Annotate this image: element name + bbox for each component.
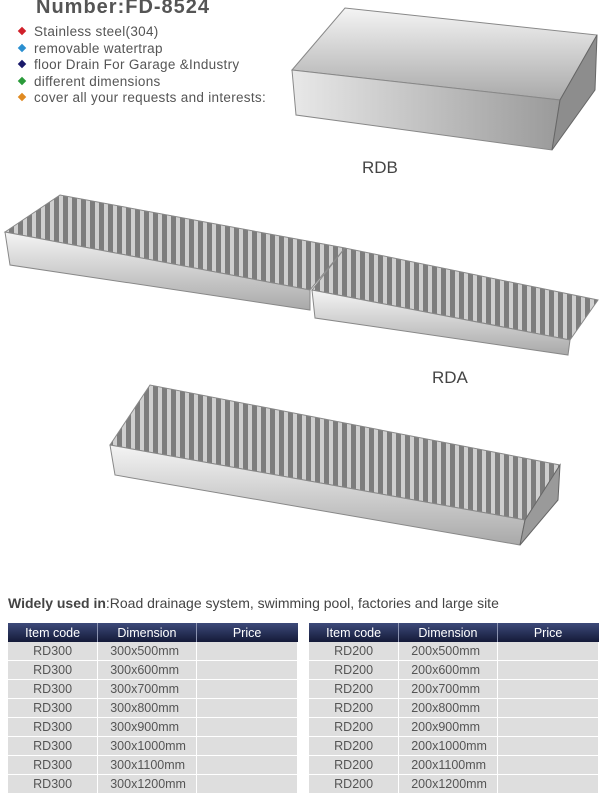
- dimension-cell: 300x600mm: [97, 660, 197, 680]
- price-cell: [196, 660, 299, 680]
- usage-description: :Road drainage system, swimming pool, fa…: [105, 595, 499, 611]
- header-item-code: Item code: [309, 623, 400, 642]
- item-code-cell: RD200: [309, 642, 400, 661]
- dimension-cell: 200x1000mm: [398, 736, 498, 756]
- feature-text: cover all your requests and interests:: [34, 90, 267, 105]
- header-price: Price: [196, 623, 298, 642]
- price-cell: [497, 717, 600, 737]
- header-dimension: Dimension: [398, 623, 498, 642]
- item-code-cell: RD200: [309, 736, 400, 756]
- rda-channel-image: [3, 194, 599, 356]
- dimension-cell: 200x1200mm: [398, 774, 498, 794]
- price-cell: [196, 698, 299, 718]
- feature-text: removable watertrap: [34, 40, 163, 56]
- dimension-cell: 200x500mm: [398, 642, 498, 661]
- product-images: [3, 7, 599, 546]
- item-code-cell: RD200: [309, 755, 400, 775]
- feature-item: removable watertrap: [17, 40, 266, 58]
- feature-item: Stainless steel(304): [17, 24, 266, 41]
- item-code-cell: RD200: [309, 679, 400, 699]
- feature-list: Stainless steel(304) removable watertrap…: [17, 24, 267, 107]
- item-code-cell: RD300: [8, 660, 99, 680]
- dimension-cell: 300x900mm: [97, 717, 197, 737]
- dimension-cell: 200x1100mm: [398, 755, 498, 775]
- dimension-cell: 300x1200mm: [97, 774, 197, 794]
- item-code-cell: RD200: [309, 698, 400, 718]
- price-cell: [196, 755, 299, 775]
- dimension-cell: 200x800mm: [398, 698, 498, 718]
- dimension-cell: 200x900mm: [398, 717, 498, 737]
- item-code-cell: RD200: [309, 660, 400, 680]
- item-code-cell: RD300: [8, 755, 99, 775]
- feature-item: different dimensions: [17, 73, 266, 91]
- header-dimension: Dimension: [97, 623, 197, 642]
- channel-grating-image: [109, 384, 561, 546]
- price-cell: [497, 755, 600, 775]
- feature-text: floor Drain For Garage &Industry: [34, 57, 240, 72]
- dimension-cell: 300x500mm: [97, 642, 197, 661]
- price-cell: [497, 774, 600, 794]
- usage-label: Widely used in: [8, 595, 106, 611]
- price-cell: [497, 698, 600, 718]
- dimension-cell: 200x600mm: [398, 660, 498, 680]
- item-code-cell: RD300: [8, 717, 99, 737]
- price-cell: [196, 642, 299, 661]
- price-cell: [196, 679, 299, 699]
- item-code-cell: RD200: [309, 774, 400, 794]
- rda-label: RDA: [432, 368, 468, 387]
- price-cell: [497, 679, 600, 699]
- feature-text: different dimensions: [34, 73, 161, 89]
- dimension-cell: 300x1000mm: [97, 736, 197, 756]
- usage-text: Widely used in:Road drainage system, swi…: [8, 595, 499, 611]
- dimension-cell: 300x700mm: [97, 679, 197, 699]
- feature-item: floor Drain For Garage &Industry: [17, 57, 266, 74]
- feature-text: Stainless steel(304): [34, 24, 159, 39]
- item-code-cell: RD200: [309, 717, 400, 737]
- item-code-cell: RD300: [8, 642, 99, 661]
- price-cell: [497, 660, 600, 680]
- dimension-cell: 300x1100mm: [97, 755, 197, 775]
- feature-item: cover all your requests and interests:: [17, 90, 267, 107]
- rdb-channel-image: [291, 7, 598, 151]
- item-code-cell: RD300: [8, 679, 99, 699]
- price-cell: [196, 717, 299, 737]
- item-code-cell: RD300: [8, 698, 99, 718]
- price-cell: [497, 736, 600, 756]
- item-code-cell: RD300: [8, 736, 99, 756]
- header-item-code: Item code: [8, 623, 99, 642]
- dimension-cell: 200x700mm: [398, 679, 498, 699]
- rdb-label: RDB: [362, 158, 398, 177]
- item-code-cell: RD300: [8, 774, 99, 794]
- dimension-cell: 300x800mm: [97, 698, 197, 718]
- product-number: Number:FD-8524: [36, 0, 211, 18]
- price-cell: [497, 642, 600, 661]
- price-cell: [196, 736, 299, 756]
- header-price: Price: [497, 623, 599, 642]
- price-cell: [196, 774, 299, 794]
